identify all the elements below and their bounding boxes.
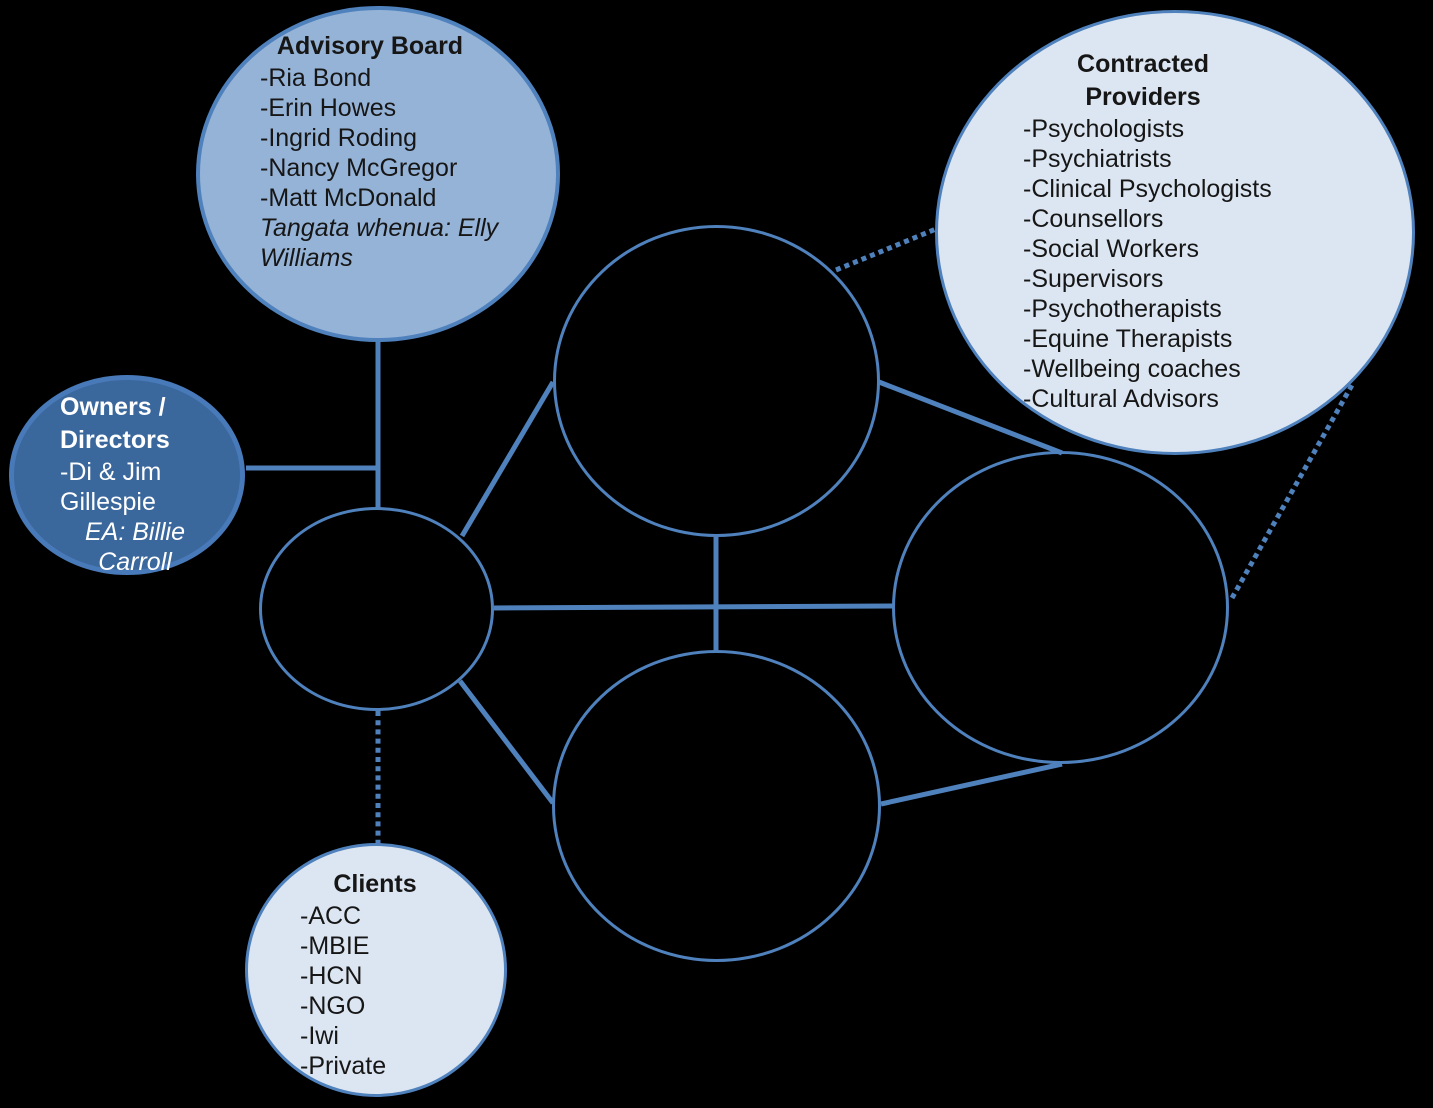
bottom-circle: [552, 650, 881, 962]
top-circle: [553, 225, 880, 537]
provider-type: -Cultural Advisors: [1023, 385, 1219, 413]
advisory-member: -Ingrid Roding: [260, 124, 418, 152]
provider-type: -Psychologists: [1023, 115, 1185, 143]
edge-hub-right-circle: [493, 603, 894, 611]
advisory-member: -Ria Bond: [260, 64, 372, 92]
advisory-member: -Nancy McGregor: [260, 154, 458, 182]
client-type: -Iwi: [300, 1022, 339, 1050]
edge-right-contracted-dotted: [1229, 383, 1355, 600]
edge-bottom-right-circle: [880, 761, 1063, 807]
owners-directors-title: Owners / Directors: [60, 393, 170, 454]
advisory-tangata-whenua-note: Tangata whenua: Elly Williams: [260, 214, 506, 272]
hub-circle: [259, 507, 494, 711]
client-type: -NGO: [300, 992, 366, 1020]
client-type: -MBIE: [300, 932, 370, 960]
advisory-member: -Matt McDonald: [260, 184, 437, 212]
owners-ea-note: EA: Billie Carroll: [84, 518, 192, 576]
client-type: -ACC: [300, 902, 362, 930]
owners-directors-node: Owners / Directors -Di & Jim Gillespie E…: [9, 375, 245, 576]
provider-type: -Social Workers: [1023, 235, 1199, 263]
advisory-member: -Erin Howes: [260, 94, 397, 122]
advisory-board-node: Advisory Board -Ria Bond -Erin Howes -In…: [196, 6, 560, 342]
edge-hub-top-circle: [459, 380, 556, 538]
clients-title: Clients: [333, 870, 417, 898]
right-circle: [892, 451, 1229, 764]
contracted-providers-title: Contracted Providers: [1077, 50, 1209, 111]
edge-top-contracted-dotted: [835, 226, 937, 273]
client-type: -Private: [300, 1052, 387, 1080]
edge-hub-bottom-circle: [458, 679, 555, 805]
provider-type: -Psychotherapists: [1023, 295, 1222, 323]
owners-member: -Di & Jim Gillespie: [60, 458, 169, 516]
edge-top-right-circle: [878, 379, 1063, 456]
provider-type: -Equine Therapists: [1023, 325, 1233, 353]
client-type: -HCN: [300, 962, 363, 990]
contracted-providers-node: Contracted Providers -Psychologists -Psy…: [935, 10, 1415, 455]
provider-type: -Supervisors: [1023, 265, 1164, 293]
advisory-board-title: Advisory Board: [276, 32, 464, 60]
clients-node: Clients -ACC -MBIE -HCN -NGO -Iwi -Priva…: [245, 843, 507, 1097]
provider-type: -Clinical Psychologists: [1023, 175, 1272, 203]
provider-type: -Wellbeing coaches: [1023, 355, 1241, 383]
provider-type: -Counsellors: [1023, 205, 1164, 233]
provider-type: -Psychiatrists: [1023, 145, 1172, 173]
